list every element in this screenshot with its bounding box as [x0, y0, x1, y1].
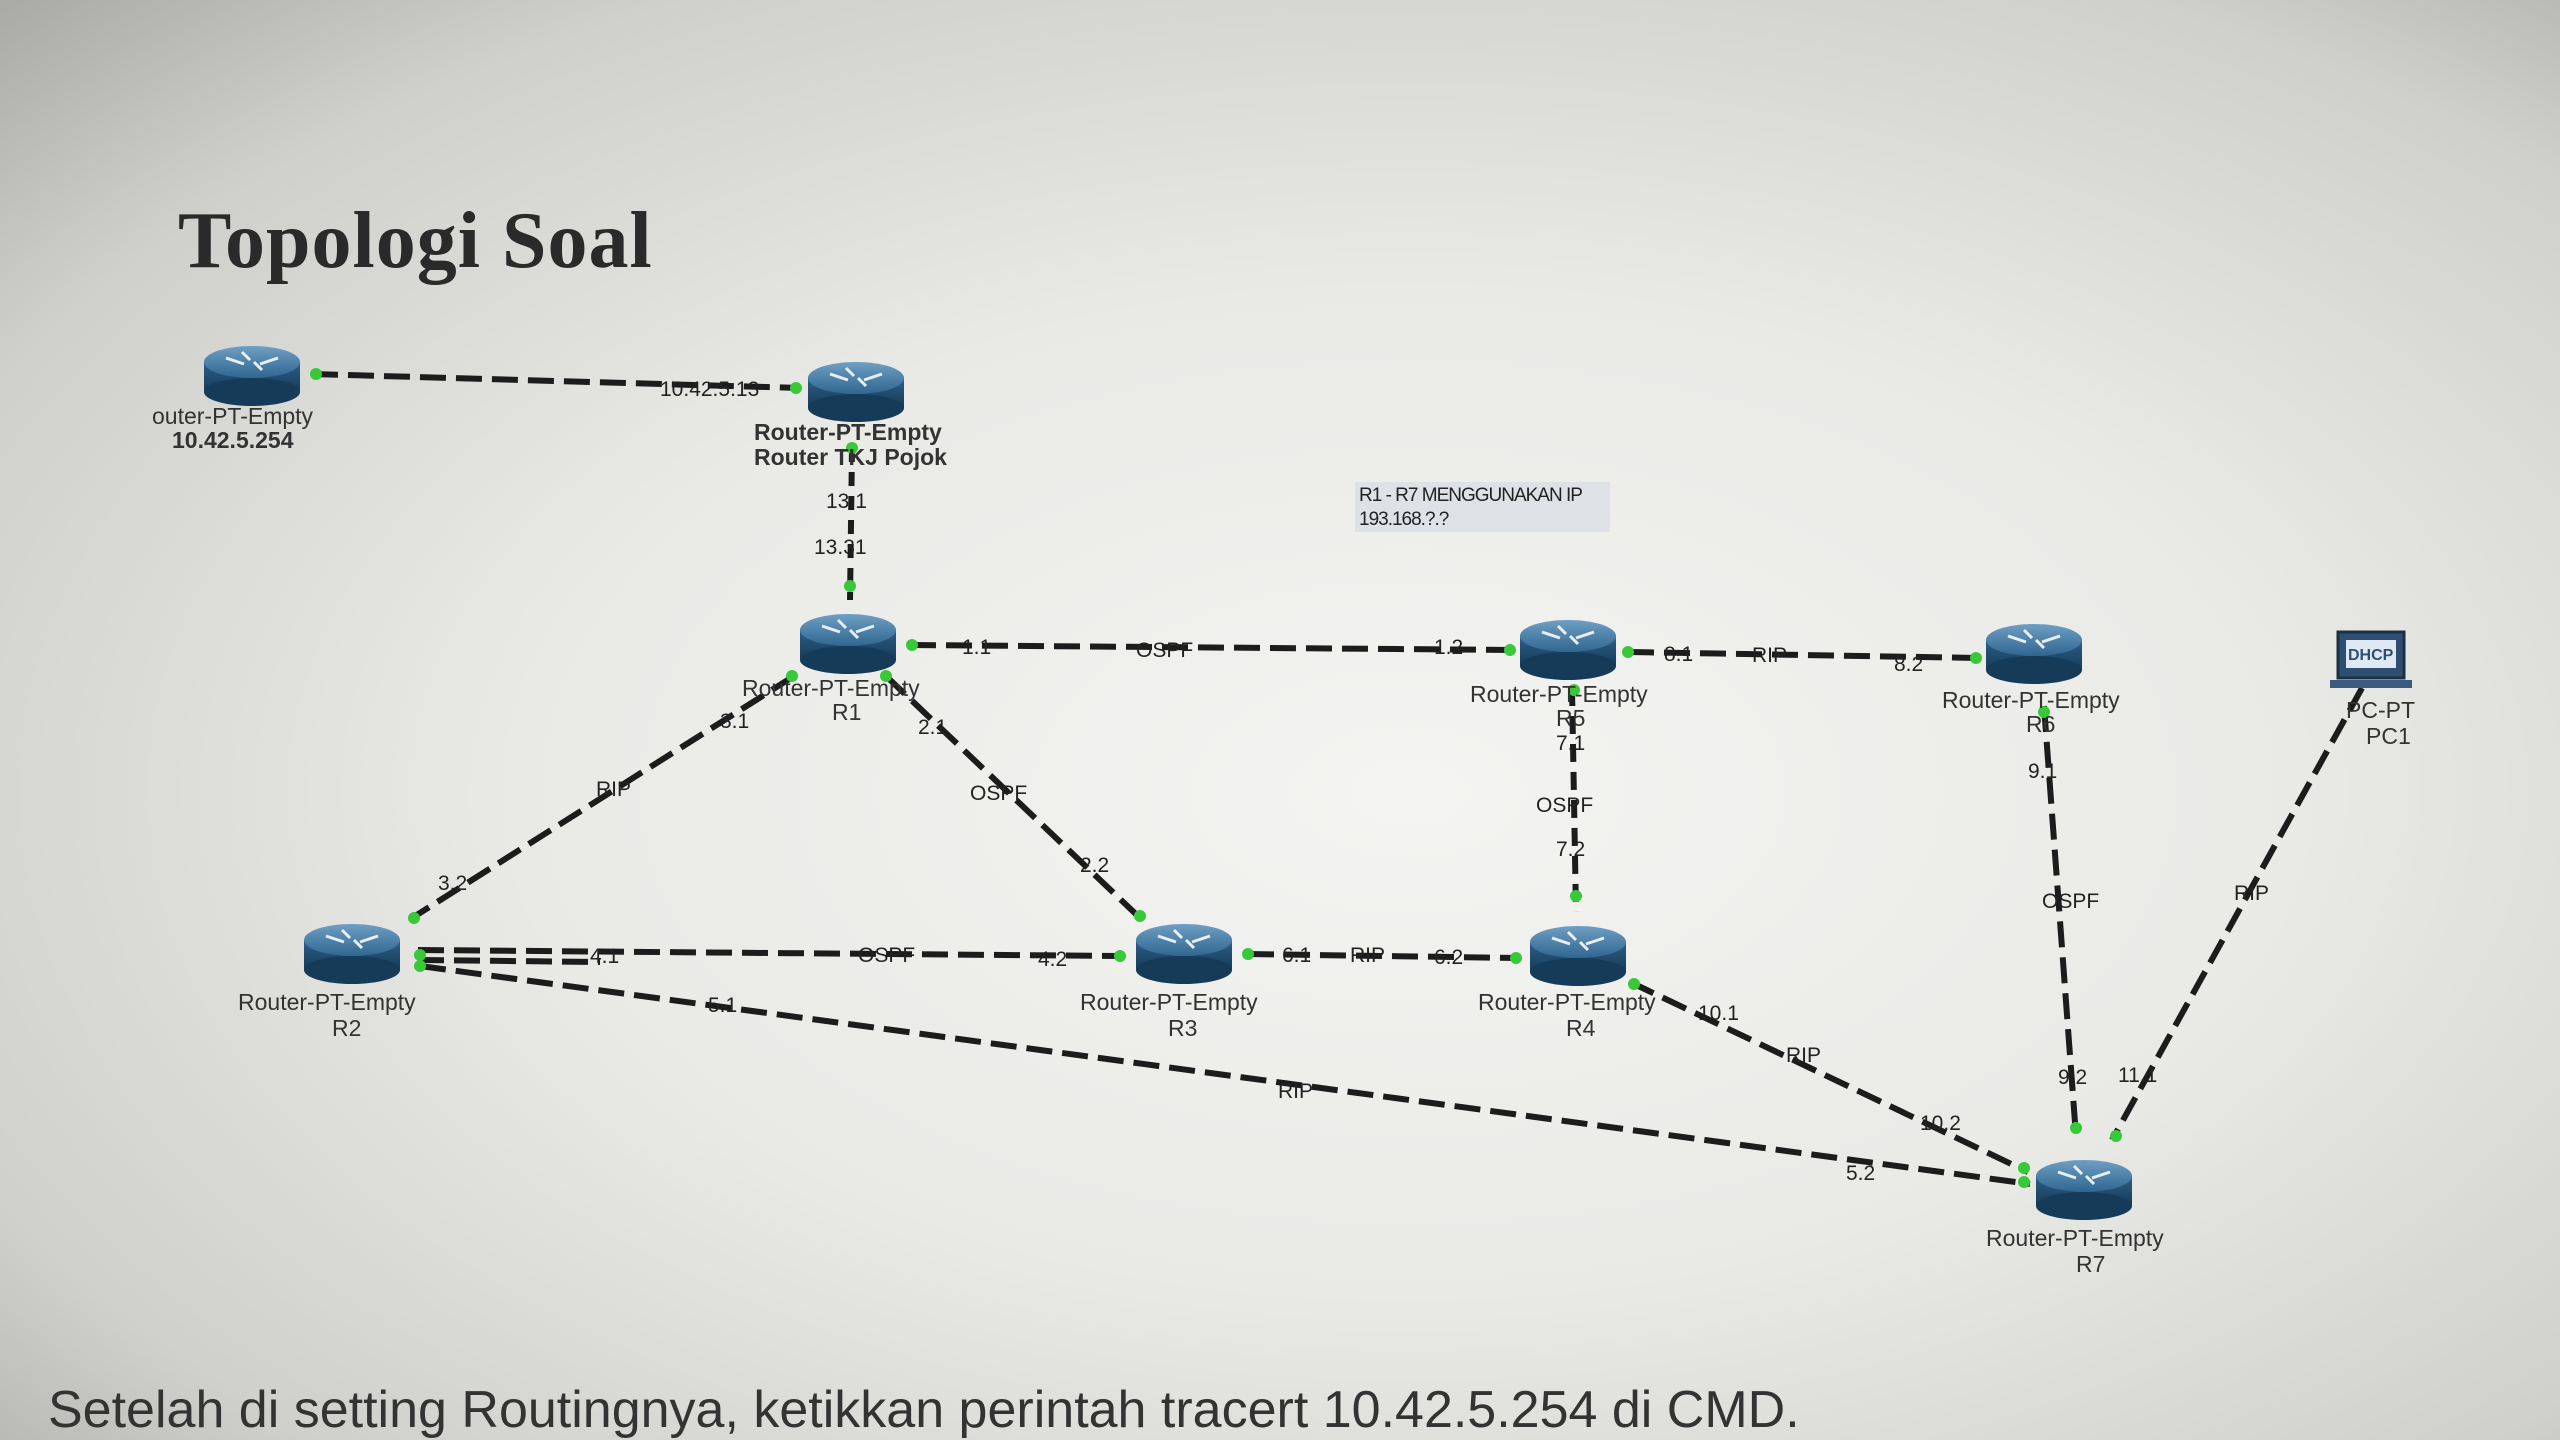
protocol-label: OSPF [1136, 639, 1193, 662]
link-r3-r4[interactable]: 6.1 RIP 6.2 [1242, 944, 1522, 969]
link-r1-r5[interactable]: 1.1 OSPF 1.2 [906, 636, 1516, 662]
device-name: PC1 [2366, 723, 2411, 749]
link-r1-r2[interactable]: 3.1 RIP 3.2 [408, 670, 798, 924]
link-pc-r7[interactable]: RIP 11.1 [2109, 686, 2365, 1142]
device-name: R4 [1566, 1015, 1596, 1041]
link-r5-r4[interactable]: 7.1 OSPF 7.2 [1536, 684, 1593, 913]
router-icon [1984, 622, 2084, 686]
dhcp-badge: DHCP [2348, 647, 2394, 664]
slide-title: Topologi Soal [178, 197, 653, 285]
ip-label: 2.1 [918, 716, 947, 739]
device-model: Router-PT-Empty [742, 675, 920, 701]
device-model: Router-PT-Empty [1080, 989, 1258, 1015]
device-name: R3 [1168, 1015, 1197, 1041]
ip-label: 4.1 [590, 945, 619, 968]
ip-label: 9.2 [2058, 1066, 2087, 1089]
link-tkj-r1[interactable]: 13.1 13.31 [814, 442, 867, 601]
device-model: outer-PT-Empty [152, 403, 314, 429]
link-r2-r3[interactable]: 4.1 OSPF 4.2 [414, 944, 1126, 971]
ip-label: 4.2 [1038, 948, 1067, 971]
router-icon [2034, 1158, 2134, 1222]
protocol-label: OSPF [970, 782, 1027, 805]
protocol-label: RIP [596, 778, 631, 801]
note-line: R1 - R7 MENGGUNAKAN IP [1359, 485, 1583, 506]
protocol-label: RIP [2234, 882, 2269, 905]
ip-label: 10.42.5.13 [660, 378, 759, 401]
router-r1[interactable]: Router-PT-Empty R1 [742, 612, 920, 725]
pc-icon [2330, 630, 2412, 688]
device-name: R6 [2026, 711, 2055, 737]
device-model: Router-PT-Empty [1942, 687, 2120, 713]
ip-label: 5.2 [1846, 1162, 1875, 1185]
ip-label: 6.1 [1282, 944, 1311, 967]
router-icon [302, 922, 402, 986]
device-model: PC-PT [2346, 697, 2415, 723]
link-r2-r7[interactable]: 5.1 RIP 5.2 [414, 960, 2031, 1188]
instruction-text: Setelah di setting Routingnya, ketikkan … [48, 1381, 1800, 1439]
ip-label: 2.2 [1080, 854, 1109, 877]
device-name: Router TKJ Pojok [754, 444, 947, 470]
ip-label: 3.1 [720, 710, 749, 733]
ip-label: 3.2 [438, 872, 467, 895]
ip-label: 9.1 [2028, 760, 2057, 783]
ip-label: 5.1 [708, 994, 737, 1017]
device-model: Router-PT-Empty [1470, 681, 1648, 707]
ip-label: 1.2 [1434, 636, 1463, 659]
protocol-label: OSPF [858, 944, 915, 967]
ip-label: 7.2 [1556, 838, 1585, 861]
device-name: R2 [332, 1015, 361, 1041]
protocol-label: OSPF [1536, 794, 1593, 817]
note-line: 193.168.?.? [1359, 509, 1449, 530]
ip-label: 6.2 [1434, 946, 1463, 969]
router-r6[interactable]: Router-PT-Empty R6 [1942, 622, 2120, 737]
router-tkj-pojok[interactable]: Router-PT-Empty Router TKJ Pojok [754, 360, 947, 470]
ip-label: 10.2 [1920, 1112, 1961, 1135]
ip-label: 8.1 [1664, 643, 1693, 666]
ip-label: 8.2 [1894, 653, 1923, 676]
device-name: R1 [832, 699, 861, 725]
ip-label: 13.31 [814, 536, 867, 559]
router-r2[interactable]: Router-PT-Empty R2 [238, 922, 416, 1041]
device-name: R7 [2076, 1251, 2105, 1277]
ip-label: 13.1 [826, 490, 867, 513]
router-icon [1518, 618, 1618, 682]
device-model: Router-PT-Empty [238, 989, 416, 1015]
router-icon [202, 344, 302, 408]
device-name: 10.42.5.254 [172, 427, 294, 453]
protocol-label: RIP [1278, 1080, 1313, 1103]
router-r3[interactable]: Router-PT-Empty R3 [1080, 922, 1258, 1041]
router-r5[interactable]: Router-PT-Empty R5 [1470, 618, 1648, 731]
protocol-label: RIP [1786, 1044, 1821, 1067]
pc-pc1[interactable]: DHCP PC-PT PC1 [2330, 630, 2415, 749]
ip-label: 7.1 [1556, 732, 1585, 755]
device-model: Router-PT-Empty [1478, 989, 1656, 1015]
router-icon [1528, 924, 1628, 988]
router-icon [806, 360, 906, 424]
router-icon [798, 612, 898, 676]
router-r4[interactable]: Router-PT-Empty R4 [1478, 924, 1656, 1041]
ip-label: 1.1 [962, 636, 991, 659]
link-isp-tkj[interactable]: 10.42.5.13 [310, 368, 802, 401]
protocol-label: RIP [1350, 944, 1385, 967]
protocol-label: OSPF [2042, 890, 2099, 913]
link-r4-r7[interactable]: 10.1 RIP 10.2 [1628, 978, 2030, 1175]
ip-label: 11.1 [2118, 1064, 2157, 1087]
protocol-label: RIP [1752, 644, 1787, 667]
ip-label: 10.1 [1698, 1002, 1739, 1025]
device-name: R5 [1556, 705, 1585, 731]
device-model: Router-PT-Empty [1986, 1225, 2164, 1251]
link-r5-r6[interactable]: 8.1 RIP 8.2 [1622, 643, 1982, 676]
ip-note: R1 - R7 MENGGUNAKAN IP 193.168.?.? [1355, 482, 1610, 532]
router-r7[interactable]: Router-PT-Empty R7 [1986, 1158, 2164, 1277]
link-r1-r3[interactable]: 2.1 OSPF 2.2 [880, 670, 1146, 922]
device-model: Router-PT-Empty [754, 419, 942, 445]
router-icon [1134, 922, 1234, 986]
link-r6-r7[interactable]: 9.1 OSPF 9.2 [2028, 705, 2099, 1137]
router-isp[interactable]: outer-PT-Empty 10.42.5.254 [152, 344, 314, 453]
